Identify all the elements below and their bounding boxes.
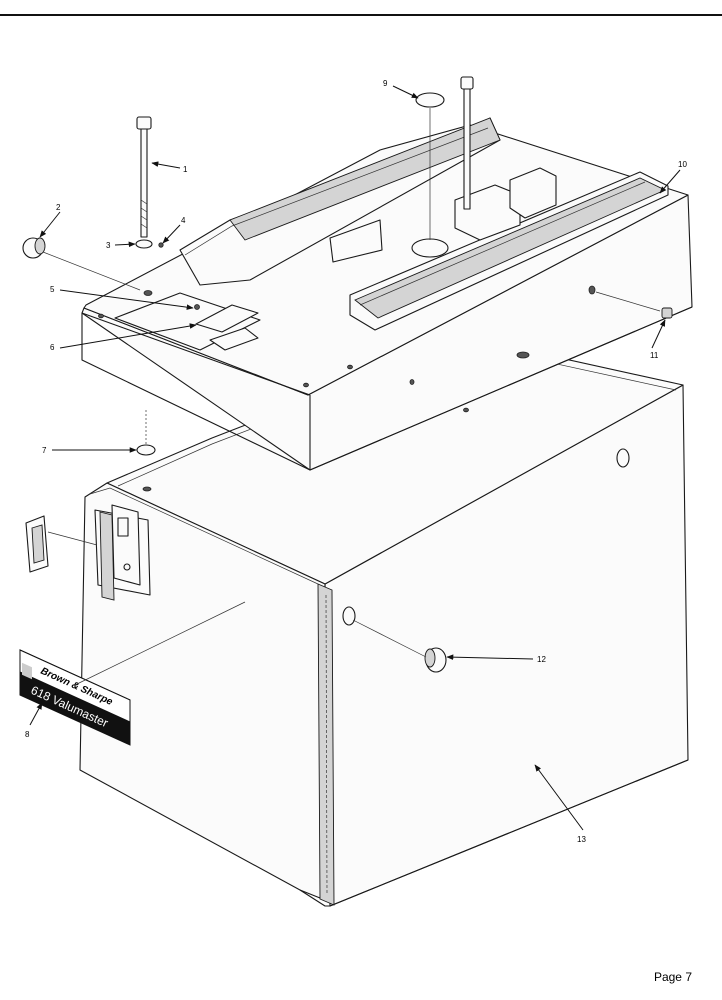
washer-3 [135,239,153,249]
cap-screw-1 [136,116,152,238]
callout-11: 11 [650,351,659,360]
plug-12 [352,619,447,673]
callout-10: 10 [678,160,687,169]
callout-2: 2 [56,203,61,212]
pin-4 [158,242,164,248]
callout-leaders [29,85,681,831]
cabinet-base [25,337,689,907]
callout-13: 13 [577,835,586,844]
page-number: Page 7 [653,970,692,984]
callout-9: 9 [383,79,388,88]
table-top [81,117,693,471]
plug-cap-9 [415,92,445,108]
plug-2 [22,237,141,291]
set-screw-11 [595,291,673,319]
nameplate-8: Brown & Sharpe 618 Valumaster [19,601,246,746]
callout-8: 8 [25,730,30,739]
callout-numbers: 1 2 3 4 5 6 7 8 9 10 11 12 13 [25,79,687,844]
callout-3: 3 [106,241,111,250]
callout-5: 5 [50,285,55,294]
washer-7 [136,444,156,456]
callout-12: 12 [537,655,546,664]
callout-7: 7 [42,446,47,455]
callout-4: 4 [181,216,186,225]
callout-1: 1 [183,165,188,174]
cap-screw-right [460,76,474,210]
top-rule [0,14,722,16]
callout-6: 6 [50,343,55,352]
